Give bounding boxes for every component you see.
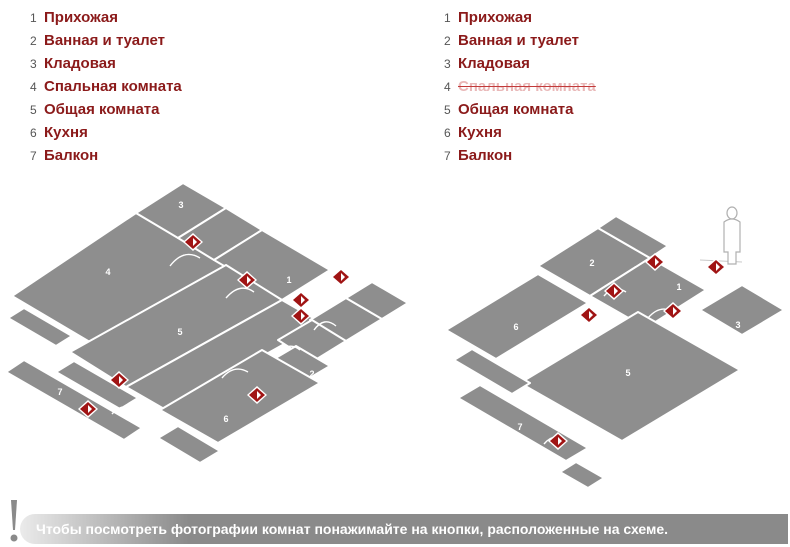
- legend-item: 7 Балкон: [30, 144, 182, 167]
- legend-label: Общая комната: [44, 101, 160, 118]
- legend-item: 1 Прихожая: [444, 6, 596, 29]
- legend-label: Ванная и туалет: [458, 32, 579, 49]
- room-number-label: 2: [339, 345, 344, 355]
- room-upper-strip[interactable]: [597, 215, 669, 259]
- legend-item: 3 Кладовая: [444, 52, 596, 75]
- instruction-text: Чтобы посмотреть фотографии комнат понаж…: [36, 521, 669, 537]
- door-arc: [169, 253, 201, 267]
- room-number-label: 1: [286, 275, 291, 285]
- floor-plan-right: 2 1 3 6 5 7: [445, 206, 785, 489]
- legend-number: 4: [30, 80, 37, 94]
- door-arc: [111, 406, 135, 415]
- legend-label: Кладовая: [458, 55, 530, 72]
- door-arc: [313, 321, 337, 331]
- legend-item: 1 Прихожая: [30, 6, 182, 29]
- legend-label: Кладовая: [44, 55, 116, 72]
- room-4-ledge[interactable]: [7, 307, 73, 347]
- room-number-label: 5: [177, 327, 182, 337]
- legend-item: 4 Спальная комната: [444, 75, 596, 98]
- room-6-kitchen[interactable]: [159, 349, 321, 444]
- legend-number: 5: [444, 103, 451, 117]
- legend-number: 1: [30, 11, 37, 25]
- room-number-label: 2: [589, 258, 594, 268]
- legend-item: 6 Кухня: [30, 121, 182, 144]
- room-number-label: 3: [735, 320, 740, 330]
- legend-right: 1 Прихожая 2 Ванная и туалет 3 Кладовая 4 Сп…: [444, 6, 596, 167]
- room-number-label: 6: [513, 322, 518, 332]
- room-6-annex[interactable]: [157, 425, 221, 464]
- room-6-kitchen[interactable]: [445, 273, 589, 360]
- room-7-ledge[interactable]: [559, 461, 605, 489]
- floor-plan-left: 3 4 1 5 2 2 6 7: [5, 182, 409, 464]
- room-7-balcony[interactable]: [5, 359, 143, 441]
- room-number-label: 1: [676, 282, 681, 292]
- legend-item: 5 Общая комната: [30, 98, 182, 121]
- room-number-label: 5: [625, 368, 630, 378]
- room-number-label: 6: [223, 414, 228, 424]
- door-arc: [221, 368, 249, 379]
- room-5-living[interactable]: [519, 311, 741, 442]
- room-7-strip[interactable]: [453, 348, 531, 395]
- legend-item: 3 Кладовая: [30, 52, 182, 75]
- legend-number: 2: [30, 34, 37, 48]
- legend-label: Прихожая: [458, 9, 533, 26]
- legend-left: 1 Прихожая 2 Ванная и туалет 3 Кладовая 4 Сп…: [30, 6, 182, 167]
- room-number-label: 2: [309, 369, 314, 379]
- room-number-label: 4: [105, 267, 110, 277]
- room-7-strip[interactable]: [55, 360, 139, 410]
- legend-label: Балкон: [44, 147, 99, 164]
- legend-label: Спальная комната: [44, 78, 182, 95]
- legend-number: 3: [30, 57, 37, 71]
- legend-number: 1: [444, 11, 451, 25]
- floor-plans: 3 4 1 5 2 2 6 7 2: [5, 182, 785, 489]
- legend-label: Общая комната: [458, 101, 574, 118]
- legend-item: 2 Ванная и туалет: [30, 29, 182, 52]
- legend-number: 7: [30, 149, 37, 163]
- legend-label: Кухня: [44, 124, 88, 141]
- legend-item: 6 Кухня: [444, 121, 596, 144]
- legend-item: 4 Спальная комната: [30, 75, 182, 98]
- legend-number: 7: [444, 149, 451, 163]
- room-number-label: 3: [178, 200, 183, 210]
- exclamation-icon: [10, 500, 18, 542]
- room-number-label: 7: [517, 422, 522, 432]
- legend-number: 5: [30, 103, 37, 117]
- person-icon: [723, 206, 741, 265]
- room-number-label: 7: [57, 387, 62, 397]
- legend-label: Кухня: [458, 124, 502, 141]
- room-3-storage[interactable]: [699, 284, 785, 336]
- legend-item: 5 Общая комната: [444, 98, 596, 121]
- legend-label-struck: Спальная комната: [458, 78, 596, 95]
- door-arc: [225, 287, 255, 299]
- legend-number: 6: [444, 126, 451, 140]
- camera-button-icon[interactable]: [331, 268, 351, 286]
- legend-item: 2 Ванная и туалет: [444, 29, 596, 52]
- legend-item: 7 Балкон: [444, 144, 596, 167]
- legend-number: 6: [30, 126, 37, 140]
- room-right-wing[interactable]: [345, 281, 409, 320]
- door-arc: [275, 345, 301, 357]
- instruction-bar: [20, 514, 788, 544]
- legend-number: 3: [444, 57, 451, 71]
- legend-label: Балкон: [458, 147, 513, 164]
- legend-number: 4: [444, 80, 451, 94]
- legend-number: 2: [444, 34, 451, 48]
- legend-label: Ванная и туалет: [44, 32, 165, 49]
- legend-label: Прихожая: [44, 9, 119, 26]
